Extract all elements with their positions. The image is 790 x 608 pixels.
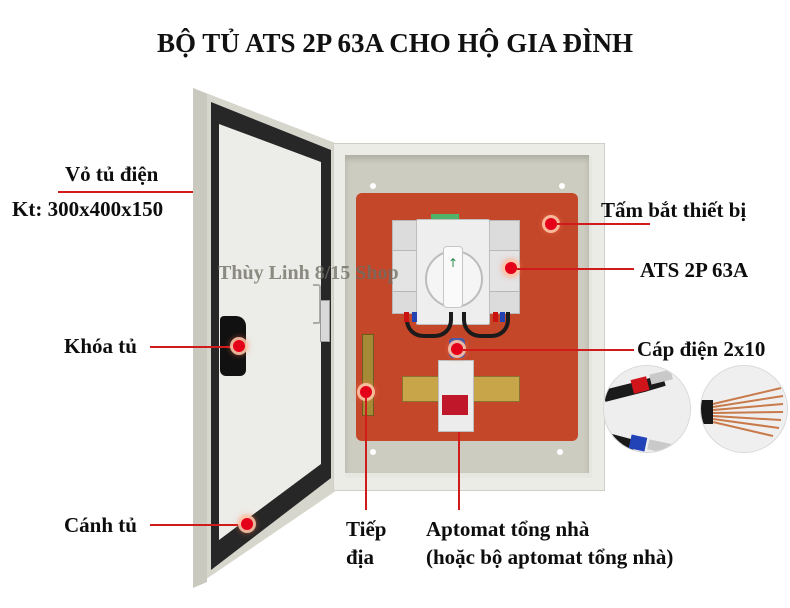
callout-line-enclosure — [58, 191, 193, 193]
cable-lug-inset — [603, 365, 691, 453]
callout-line-ground — [365, 398, 367, 510]
cable-sleeve-blue — [412, 312, 417, 322]
cable-sleeve-red — [493, 312, 498, 322]
label-cable: Cáp điện 2x10 — [637, 337, 766, 361]
screw-hole — [370, 183, 376, 189]
label-main-breaker-line2: (hoặc bộ aptomat tổng nhà) — [426, 545, 674, 569]
watermark: Thùy Linh 8/15 Shop — [218, 262, 399, 284]
cable-left — [405, 312, 453, 338]
callout-line-main-breaker — [458, 432, 460, 510]
label-enclosure-size: Kt: 300x400x150 — [12, 197, 164, 221]
label-enclosure: Vỏ tủ điện — [65, 162, 159, 186]
cable-sleeve-red — [404, 312, 409, 322]
label-ats: ATS 2P 63A — [640, 258, 749, 282]
door-hinge — [320, 300, 330, 342]
label-door: Cánh tủ — [64, 513, 137, 537]
label-ground-line2: địa — [346, 545, 375, 569]
copper-wire-inset — [700, 365, 788, 453]
cabinet-door — [193, 88, 343, 588]
callout-line-cable — [462, 349, 634, 351]
callout-line-lock — [150, 346, 236, 348]
label-main-breaker-line1: Aptomat tổng nhà — [426, 517, 590, 541]
callout-dot-lock — [233, 340, 245, 352]
label-mounting-plate: Tấm bắt thiết bị — [601, 198, 747, 222]
screw-hole — [370, 449, 376, 455]
callout-dot-mounting-plate — [545, 218, 557, 230]
callout-dot-ground — [360, 386, 372, 398]
arrow-up-icon: ↑ — [448, 256, 459, 270]
cable-sleeve-blue — [500, 312, 505, 322]
label-ground-line1: Tiếp — [346, 517, 387, 541]
ats-control-terminal — [431, 214, 459, 220]
cable-right — [462, 312, 510, 338]
callout-line-mounting-plate — [556, 223, 650, 225]
screw-hole — [559, 183, 565, 189]
page-title: BỘ TỦ ATS 2P 63A CHO HỘ GIA ĐÌNH — [156, 28, 634, 58]
main-breaker-lever — [442, 395, 468, 415]
callout-line-door — [150, 524, 244, 526]
label-lock: Khóa tủ — [64, 334, 137, 358]
ats-handle — [443, 246, 463, 308]
callout-dot-cable — [451, 343, 463, 355]
callout-dot-door — [241, 518, 253, 530]
callout-dot-ats — [505, 262, 517, 274]
screw-hole — [557, 449, 563, 455]
callout-line-ats — [516, 268, 634, 270]
ground-bar — [362, 334, 374, 416]
